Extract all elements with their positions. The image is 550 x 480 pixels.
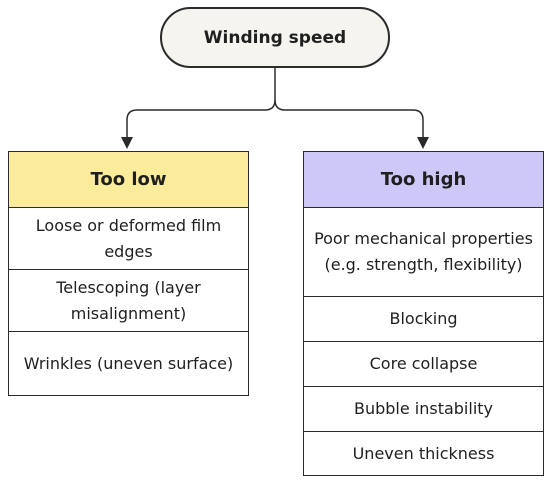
- too-low-item: Loose or deformed film edges: [9, 208, 248, 270]
- root-label: Winding speed: [203, 27, 347, 48]
- too-high-item: Bubble instability: [304, 387, 543, 432]
- too-low-column: Too low Loose or deformed film edges Tel…: [8, 151, 249, 396]
- too-high-title: Too high: [380, 169, 467, 190]
- root-node-winding-speed: Winding speed: [160, 7, 390, 68]
- too-low-header: Too low: [9, 152, 248, 208]
- too-high-item: Core collapse: [304, 342, 543, 387]
- too-high-item: Uneven thickness: [352, 443, 495, 463]
- too-low-item: Telescoping (layer misalignment): [9, 270, 248, 332]
- connector-to-too-low: [121, 99, 276, 149]
- too-high-header: Too high: [304, 152, 543, 208]
- too-low-title: Too low: [90, 169, 167, 190]
- too-high-item: Poor mechanical properties (e.g. strengt…: [304, 208, 543, 297]
- too-high-item: Blocking: [304, 297, 543, 342]
- too-low-item: Wrinkles (uneven surface): [23, 353, 234, 373]
- too-high-column: Too high Poor mechanical properties (e.g…: [303, 151, 544, 476]
- connector-to-too-high: [274, 99, 429, 149]
